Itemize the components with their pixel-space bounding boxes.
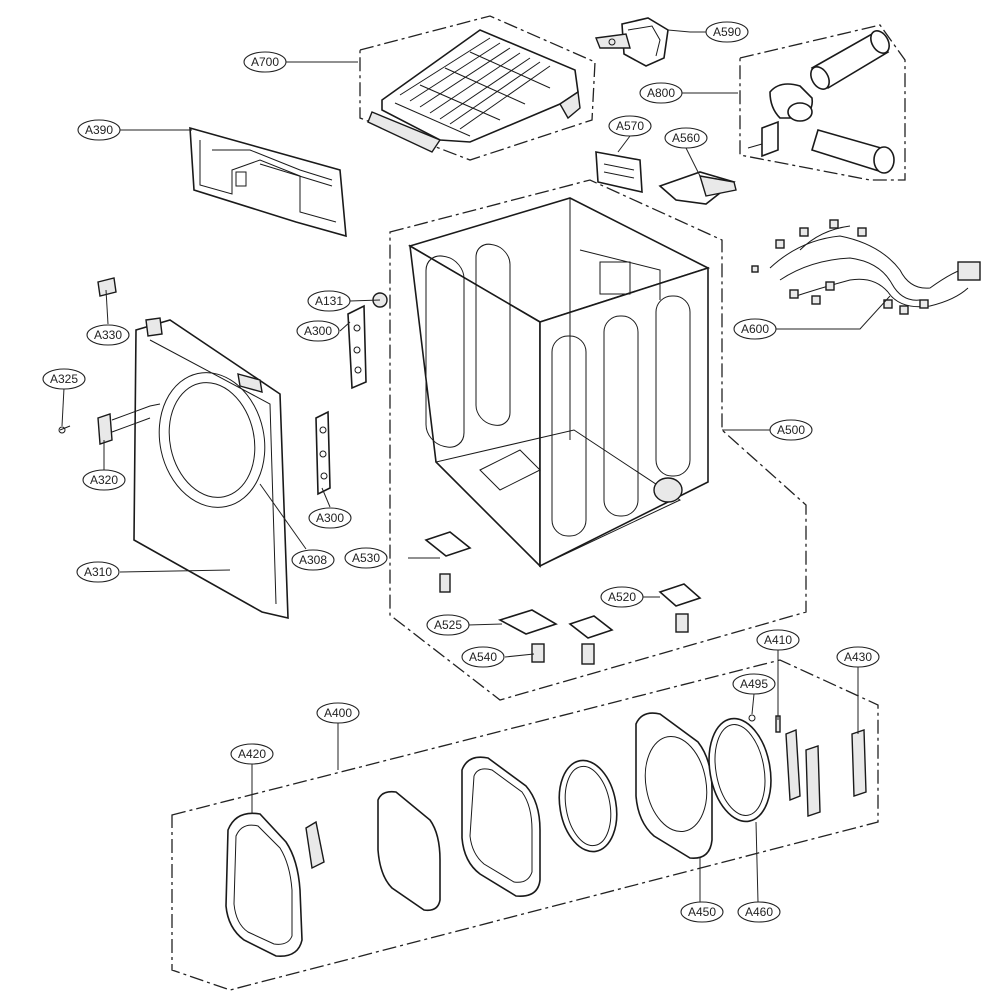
- svg-text:A525: A525: [434, 618, 462, 632]
- svg-text:A131: A131: [315, 294, 343, 308]
- svg-text:A308: A308: [299, 553, 327, 567]
- svg-text:A390: A390: [85, 123, 113, 137]
- label-a520: A520: [600, 586, 644, 608]
- label-a400: A400: [316, 702, 360, 724]
- part-bracket-center: [568, 615, 614, 639]
- part-a430-hinge: [851, 729, 867, 797]
- label-a560: A560: [664, 127, 708, 149]
- callout-labels: A700 A590 A800 A390 A570 A560 A600 A131 …: [42, 21, 880, 923]
- part-a325-screw: [58, 425, 71, 434]
- svg-text:A500: A500: [777, 423, 805, 437]
- label-a700: A700: [243, 51, 287, 73]
- label-a390: A390: [77, 119, 121, 141]
- part-a525-bracket: [497, 609, 558, 635]
- part-a300-bracket-lower: [315, 410, 331, 496]
- part-a310-front-panel: [133, 317, 289, 620]
- part-a450-door-outer: [635, 712, 713, 859]
- label-a460: A460: [737, 901, 781, 923]
- part-a800-exhaust-pipes: [747, 30, 895, 174]
- part-a390-rear-panel: [189, 126, 347, 238]
- boundary-a800: [739, 24, 906, 181]
- part-a320-latch: [97, 403, 161, 445]
- part-a330-switch: [97, 277, 117, 297]
- part-a700-filter-grill: [367, 29, 581, 153]
- svg-text:A460: A460: [745, 905, 773, 919]
- svg-text:A330: A330: [94, 328, 122, 342]
- part-a530-bracket: [424, 531, 472, 593]
- label-a530: A530: [344, 547, 388, 569]
- label-a800: A800: [639, 82, 683, 104]
- label-a320: A320: [82, 469, 126, 491]
- part-a560-sensor: [658, 171, 737, 205]
- label-a500: A500: [769, 419, 813, 441]
- boundary-a400: [171, 659, 879, 991]
- part-a590-duct: [595, 17, 669, 67]
- group-boundaries: [171, 15, 906, 991]
- label-a430: A430: [836, 646, 880, 668]
- label-a525: A525: [426, 614, 470, 636]
- boundary-a700: [359, 15, 596, 161]
- svg-text:A300: A300: [304, 324, 332, 338]
- label-a495: A495: [732, 673, 776, 695]
- label-a420: A420: [230, 743, 274, 765]
- svg-text:A400: A400: [324, 706, 352, 720]
- svg-text:A520: A520: [608, 590, 636, 604]
- svg-text:A300: A300: [316, 511, 344, 525]
- svg-text:A590: A590: [713, 25, 741, 39]
- part-door-glass: [377, 790, 441, 912]
- part-a540-feet: [531, 643, 595, 665]
- svg-text:A570: A570: [616, 119, 644, 133]
- label-a300-upper: A300: [296, 320, 340, 342]
- svg-text:A800: A800: [647, 86, 675, 100]
- label-a590: A590: [705, 21, 749, 43]
- label-a308: A308: [291, 549, 335, 571]
- svg-text:A325: A325: [50, 372, 78, 386]
- svg-text:A410: A410: [764, 633, 792, 647]
- label-a310: A310: [76, 561, 120, 583]
- label-a131: A131: [307, 290, 351, 312]
- leader-lines: [61, 29, 891, 903]
- label-a450: A450: [680, 901, 724, 923]
- part-door-gasket: [558, 759, 618, 853]
- label-a410: A410: [756, 629, 800, 651]
- label-a540: A540: [461, 646, 505, 668]
- label-a325: A325: [42, 368, 86, 390]
- svg-text:A600: A600: [741, 322, 769, 336]
- part-a400-door-assembly: [225, 712, 867, 957]
- part-a460-door-ring: [708, 717, 772, 823]
- label-a600: A600: [733, 318, 777, 340]
- svg-text:A420: A420: [238, 747, 266, 761]
- label-a330: A330: [86, 324, 130, 346]
- svg-text:A495: A495: [740, 677, 768, 691]
- svg-text:A310: A310: [84, 565, 112, 579]
- part-a420-door-frame: [225, 812, 303, 957]
- part-a500-cabinet: [408, 197, 711, 568]
- part-a520-bracket: [658, 583, 702, 633]
- part-a300-bracket-upper: [347, 304, 367, 390]
- label-a570: A570: [608, 115, 652, 137]
- svg-text:A700: A700: [251, 55, 279, 69]
- svg-text:A560: A560: [672, 131, 700, 145]
- svg-text:A430: A430: [844, 650, 872, 664]
- part-a600-harness: [751, 219, 981, 315]
- part-a570-bracket: [595, 151, 643, 194]
- svg-text:A320: A320: [90, 473, 118, 487]
- boundary-a500: [389, 179, 807, 701]
- svg-text:A540: A540: [469, 650, 497, 664]
- label-a300-lower: A300: [308, 507, 352, 529]
- svg-text:A450: A450: [688, 905, 716, 919]
- svg-text:A530: A530: [352, 551, 380, 565]
